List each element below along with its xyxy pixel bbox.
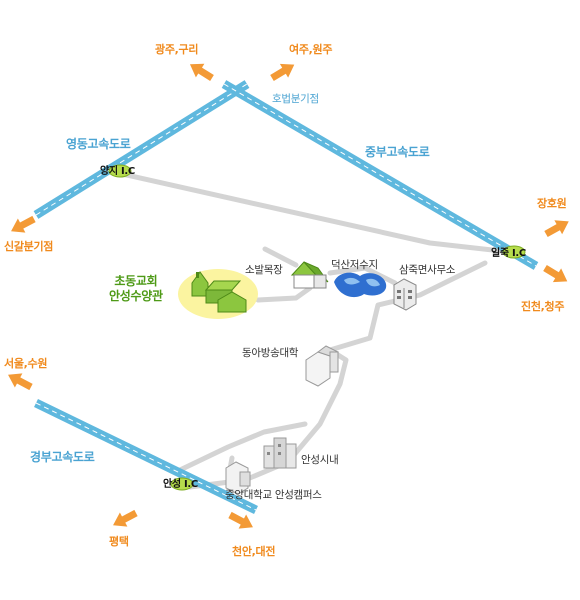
landmark-chungang-univ: 중앙대학교 안성캠퍼스 (225, 489, 322, 501)
interchange-label-yangji: 양지 I.C (100, 166, 135, 177)
direction-gwangju-guri: 광주,구리 (155, 43, 199, 56)
yeongdong-expressway (33, 80, 250, 219)
direction-arrow-icon (8, 373, 33, 391)
direction-jincheon-cheongju: 진천,청주 (521, 300, 565, 313)
direction-pyeongtaek: 평택 (109, 535, 129, 548)
interchange-marker-icon (170, 477, 194, 491)
highway-label-jungbu: 중부고속도로 (365, 145, 430, 159)
direction-singal-junction: 신갈분기점 (4, 240, 54, 253)
interchange-label-anseong: 안성 I.C (163, 479, 198, 490)
building-icon (393, 278, 417, 311)
direction-seoul-suwon: 서울,수원 (4, 357, 48, 370)
interchange-label-iljuk: 일죽 I.C (491, 248, 526, 259)
interchange-marker-icon (502, 245, 526, 259)
highway-label-yeongdong: 영동고속도로 (66, 137, 131, 151)
direction-cheonan-daejeon: 천안,대전 (232, 545, 276, 558)
road-ranch-spur (262, 246, 299, 268)
highway-label-gyeongbu: 경부고속도로 (30, 450, 95, 464)
direction-janghowon: 장호원 (537, 197, 567, 210)
landmark-dong-a-college: 동아방송대학 (242, 347, 299, 359)
barn-icon (290, 261, 329, 289)
direction-yeoju-wonju: 여주,원주 (289, 43, 333, 56)
gyeongbu-expressway (34, 398, 258, 515)
direction-arrow-icon (11, 215, 36, 233)
junction-label-hobeop: 호법분기점 (272, 93, 319, 105)
direction-arrow-icon (543, 264, 568, 283)
expressways (33, 80, 539, 515)
road-downtown (177, 421, 308, 473)
direction-arrow-icon (189, 63, 214, 81)
building-icon (225, 461, 251, 495)
interchange-marker-icon (108, 164, 132, 178)
church-label-line1: 초동교회 (114, 274, 158, 288)
building-icon (305, 345, 340, 387)
church-label-line2: 안성수양관 (109, 289, 163, 303)
direction-arrows (8, 63, 569, 529)
reservoir-icon (334, 272, 387, 298)
road-yangji-iljuk (119, 171, 513, 255)
direction-arrow-icon (113, 509, 138, 527)
road-church-spur (255, 285, 313, 303)
landmark-sobal-ranch: 소발목장 (245, 264, 283, 276)
direction-arrow-icon (228, 511, 253, 529)
landmark-samjuk-office: 삼죽면사무소 (399, 264, 456, 276)
landmark-deoksan-reservoir: 덕산저수지 (331, 259, 378, 271)
direction-arrow-icon (270, 63, 295, 82)
church-icon (178, 269, 258, 319)
direction-arrow-icon (544, 220, 569, 238)
jungbu-expressway (221, 80, 539, 270)
landmark-anseong-downtown: 안성시내 (301, 454, 339, 466)
church-label: 초동교회 안성수양관 (109, 274, 163, 304)
building-icon (263, 437, 297, 469)
interchange-markers (108, 164, 526, 491)
